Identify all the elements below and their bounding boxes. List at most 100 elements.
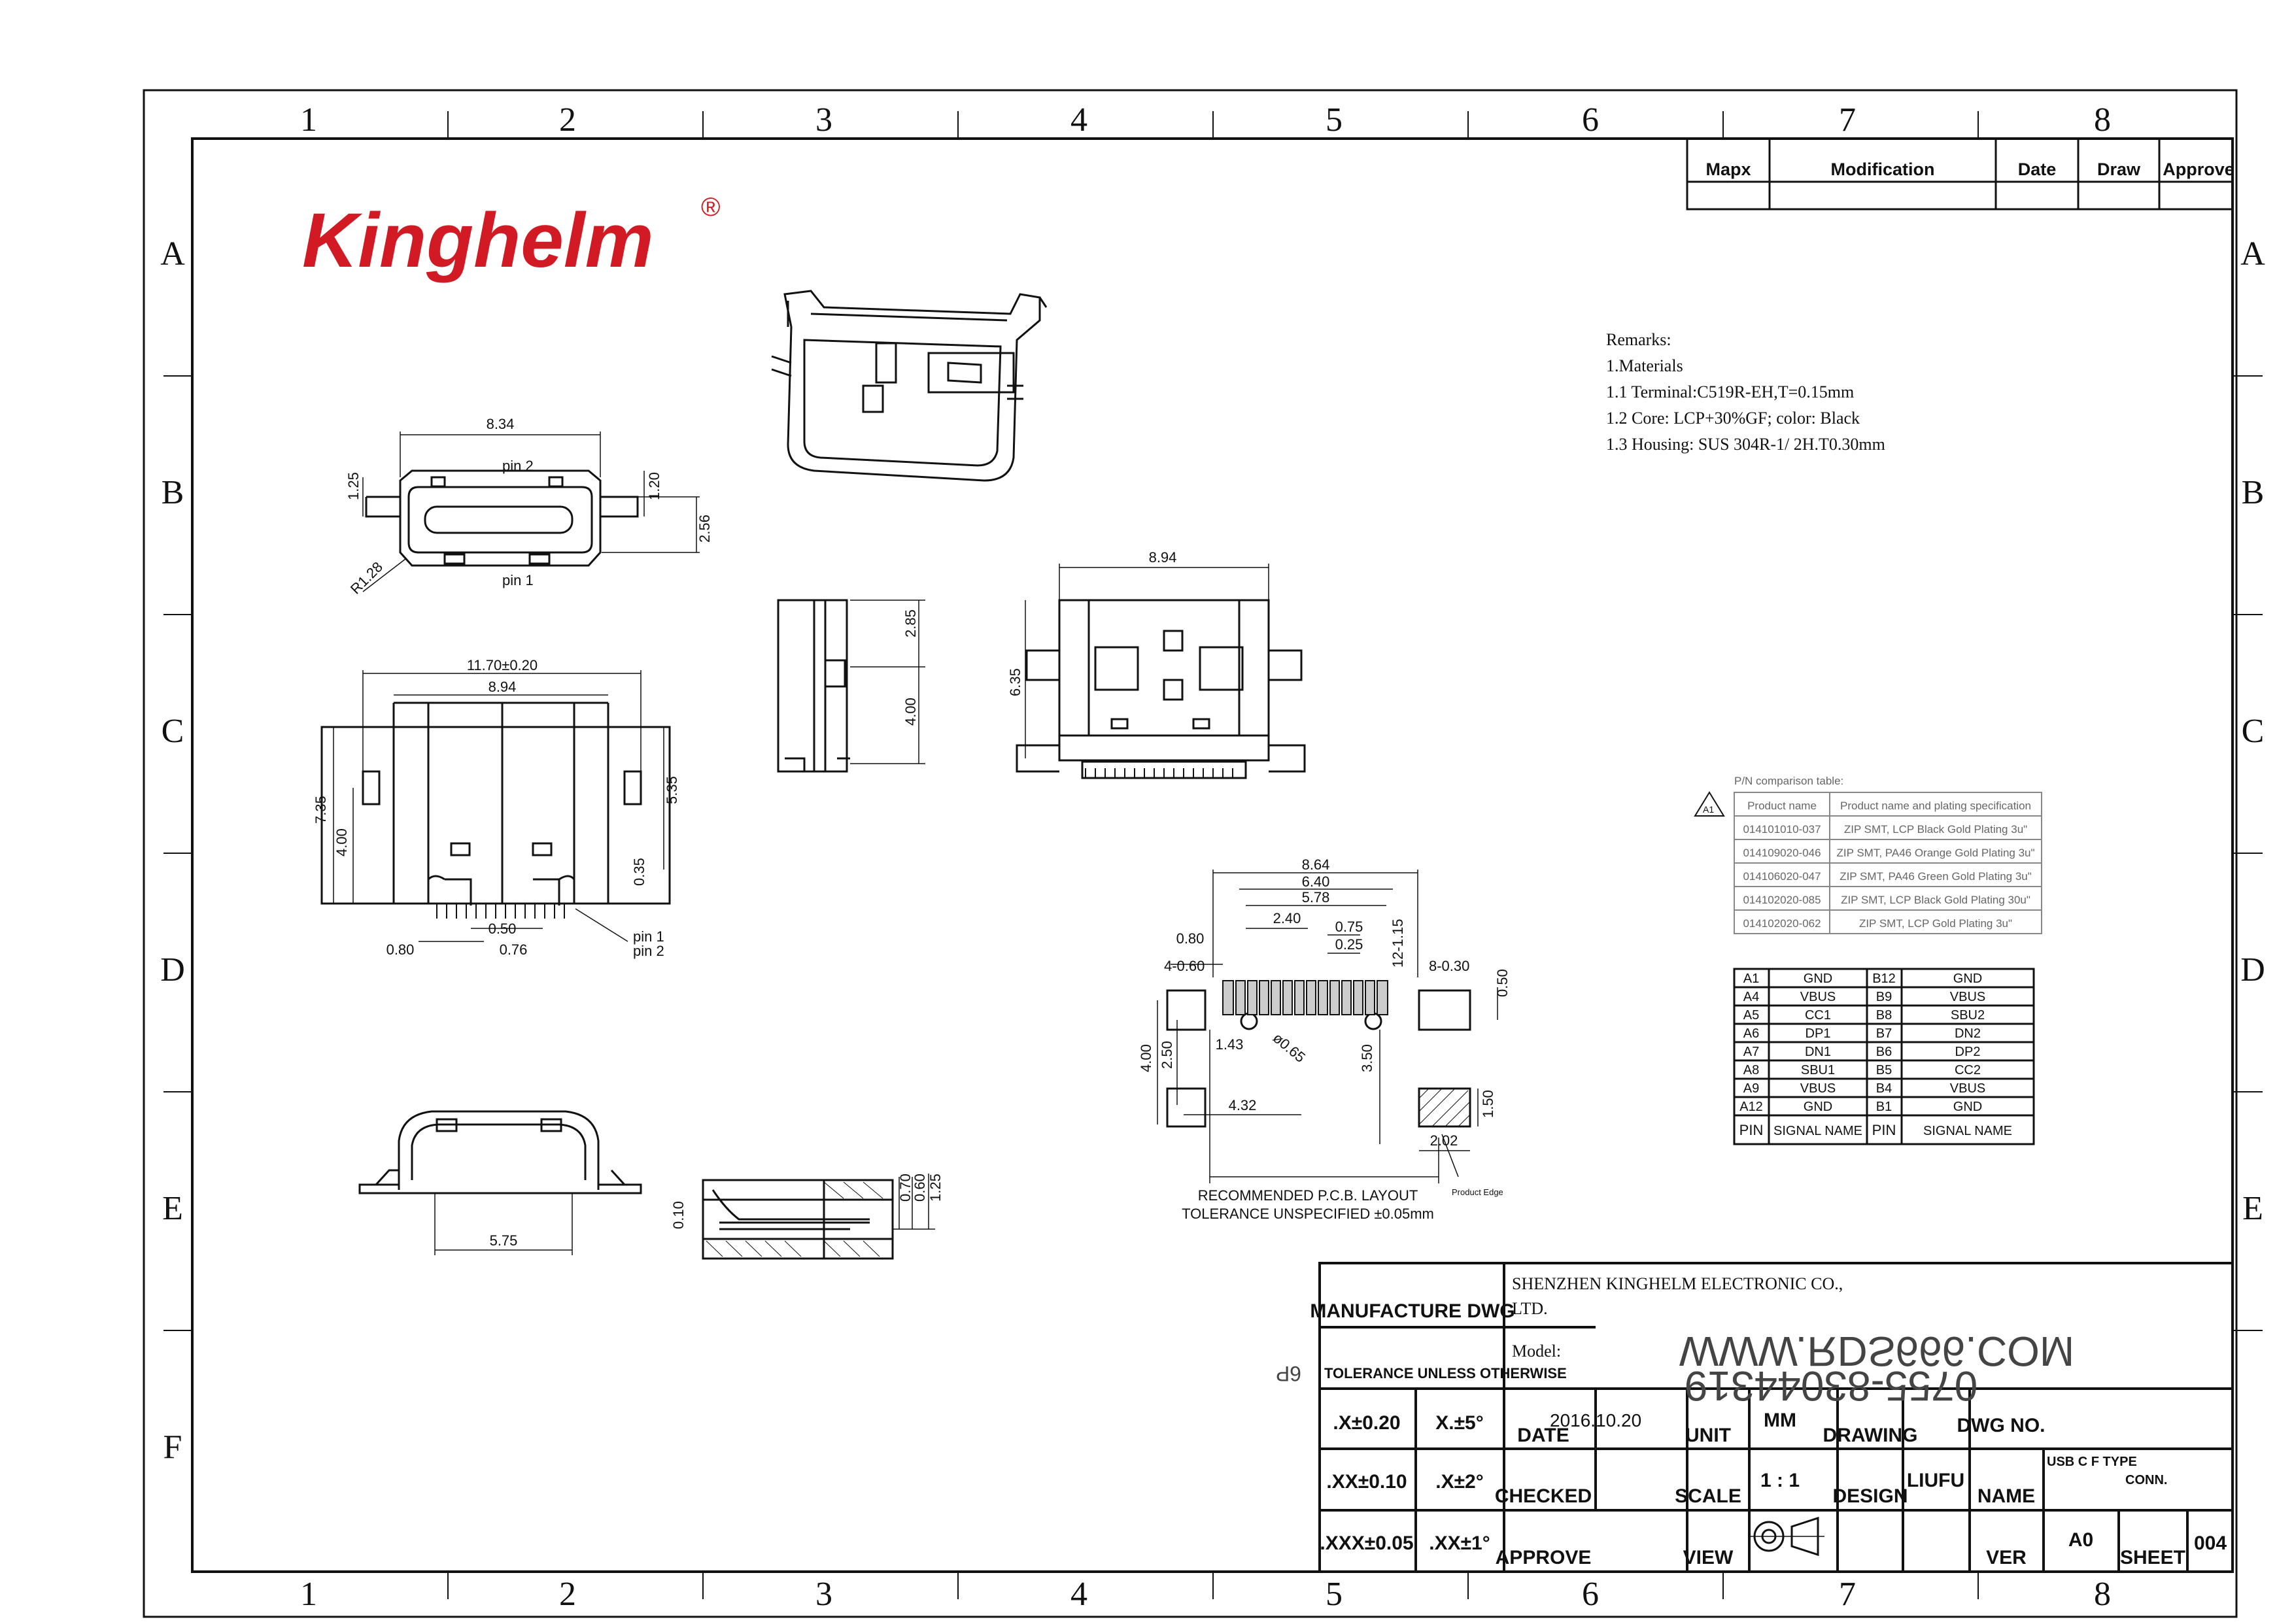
pin-footer-signal-b: SIGNAL NAME — [1923, 1124, 2012, 1138]
pin-r2-as: VBUS — [1800, 990, 1836, 1004]
top-p2-dim: 0.76 — [500, 941, 528, 958]
pin-r6-b: B5 — [1876, 1063, 1892, 1077]
pcb-layout: 8.64 6.40 5.78 2.40 0.75 0.25 0.80 4-0.6… — [1138, 856, 1511, 1222]
pcb-title: RECOMMENDED P.C.B. LAYOUT — [1198, 1187, 1418, 1204]
pin-r8-a: A12 — [1739, 1100, 1763, 1114]
pin-r3-bs: SBU2 — [1951, 1008, 1985, 1023]
pin-r8-as: GND — [1804, 1100, 1832, 1114]
title-block: MANUFACTURE DWG SHENZHEN KINGHELM ELECTR… — [1276, 1262, 2234, 1573]
zone-row-e: E — [162, 1190, 183, 1227]
front-view: 8.34 1.25 1.20 2.56 R1.28 pin 2 pin 1 — [345, 416, 713, 598]
pin-r5-as: DN1 — [1805, 1045, 1831, 1059]
zone-row-f: F — [163, 1429, 182, 1466]
pcb-d17: 3.50 — [1359, 1044, 1375, 1072]
tb-drawing-label: DRAWING — [1823, 1425, 1918, 1446]
pin-r6-bs: CC2 — [1955, 1063, 1981, 1077]
pn-row-3-code: 014106020-047 — [1743, 870, 1821, 883]
front-right-height-dim: 1.20 — [646, 472, 662, 500]
top-h4-dim: 0.35 — [631, 858, 647, 886]
zone-row-b-right: B — [2242, 474, 2265, 511]
pin-r1-b: B12 — [1872, 972, 1896, 986]
tb-company-1: SHENZHEN KINGHELM ELECTRONIC CO., — [1512, 1274, 1843, 1293]
rev-header-mapx: Mapx — [1705, 160, 1751, 179]
pin-signal-table: A1 GND B12 GND A4 VBUS B9 VBUS A5 CC1 B8… — [1733, 968, 2035, 1145]
zone-col-1: 1 — [300, 101, 317, 139]
zone-col-4-bottom: 4 — [1070, 1576, 1087, 1613]
tb-scale-value: 1 : 1 — [1760, 1470, 1800, 1491]
rev-header-modification: Modification — [1831, 160, 1935, 179]
pin-r1-a: A1 — [1743, 972, 1759, 986]
top-p3-dim: 0.80 — [386, 941, 415, 958]
zone-row-c-right: C — [2242, 713, 2265, 750]
pin-footer-signal-a: SIGNAL NAME — [1773, 1124, 1862, 1138]
front-left-height-dim: 1.25 — [345, 472, 362, 500]
remarks-title: Remarks: — [1606, 330, 1671, 349]
pn-row-5-spec: ZIP SMT, LCP Gold Plating 3u" — [1859, 917, 2012, 930]
remarks-line-1: 1.Materials — [1606, 356, 1683, 375]
isometric-view — [771, 290, 1048, 482]
remarks-block: Remarks: 1.Materials 1.1 Terminal:C519R-… — [1606, 330, 1885, 454]
pin-r7-a: A9 — [1743, 1081, 1759, 1096]
tb-ver-value: A0 — [2068, 1529, 2093, 1551]
tb-tol-2b: .X±2° — [1435, 1471, 1484, 1493]
pn-header-product: Product name — [1747, 800, 1817, 812]
projection-symbol-icon — [1749, 1516, 1824, 1557]
rear-width-dim: 8.94 — [1149, 549, 1177, 566]
rev-header-approve: Approve — [2163, 160, 2234, 179]
pin-r6-as: SBU1 — [1801, 1063, 1835, 1077]
top-body-dim: 8.94 — [488, 679, 517, 695]
tb-sheet-label: SHEET — [2120, 1547, 2185, 1568]
front-pin2-label: pin 2 — [502, 458, 534, 474]
zone-col-6: 6 — [1582, 101, 1599, 139]
zone-col-4: 4 — [1070, 101, 1087, 139]
tb-view-label: VIEW — [1683, 1547, 1734, 1568]
pn-row-2-code: 014109020-046 — [1743, 847, 1821, 859]
rev-header-draw: Draw — [2097, 160, 2141, 179]
side-top-dim: 2.85 — [902, 609, 919, 637]
tb-tol-3b: .XX±1° — [1429, 1532, 1490, 1554]
tb-tol-1a: .X±0.20 — [1333, 1412, 1400, 1434]
remarks-line-3: 1.2 Core: LCP+30%GF; color: Black — [1606, 409, 1860, 428]
pin-r8-bs: GND — [1953, 1100, 1982, 1114]
pcb-signal-pads — [1222, 980, 1388, 1015]
tb-watermark-6p: 6P — [1276, 1362, 1301, 1385]
tb-design-label: DESIGN — [1832, 1485, 1908, 1507]
front-pin1-label: pin 1 — [502, 572, 534, 588]
pcb-d11: 0.50 — [1494, 969, 1511, 997]
pn-comparison-table: P/N comparison table: A1 Product name Pr… — [1694, 775, 2042, 934]
tb-tol-2a: .XX±0.10 — [1326, 1471, 1407, 1493]
pn-row-4-spec: ZIP SMT, LCP Black Gold Plating 30u" — [1841, 894, 2030, 906]
pcb-d6: 0.25 — [1335, 936, 1363, 953]
rear-view: 8.94 6.35 — [1007, 549, 1306, 779]
pcb-edge-label: Product Edge — [1452, 1187, 1503, 1197]
revision-table: Mapx Modification Date Draw Approve — [1686, 137, 2234, 211]
tb-unit-label: UNIT — [1685, 1425, 1731, 1446]
brand-registered-mark: ® — [701, 193, 720, 222]
remarks-line-2: 1.1 Terminal:C519R-EH,T=0.15mm — [1606, 382, 1854, 401]
side-bottom-dim: 4.00 — [902, 698, 919, 726]
rev-header-date: Date — [2018, 160, 2057, 179]
pin-r4-bs: DN2 — [1955, 1026, 1981, 1041]
pcb-tolerance: TOLERANCE UNSPECIFIED ±0.05mm — [1182, 1206, 1434, 1222]
front-width-dim: 8.34 — [487, 416, 515, 432]
pin-footer-pin-b: PIN — [1872, 1122, 1896, 1138]
tb-company-2: LTD. — [1512, 1299, 1548, 1318]
pn-flag-label: A1 — [1703, 804, 1714, 815]
pcb-d12: 1.43 — [1216, 1036, 1244, 1053]
bottom-width-dim: 5.75 — [490, 1232, 518, 1249]
pin-r5-bs: DP2 — [1955, 1045, 1981, 1059]
zone-col-8-bottom: 8 — [2094, 1576, 2111, 1613]
pin-r3-b: B8 — [1876, 1008, 1892, 1023]
pin-r3-a: A5 — [1743, 1008, 1759, 1023]
tb-dwg-no-label: DWG NO. — [1957, 1415, 2046, 1436]
bottom-view: 5.75 — [358, 1110, 642, 1255]
zone-col-7-bottom: 7 — [1839, 1576, 1856, 1613]
pin-r1-bs: GND — [1953, 972, 1982, 986]
pin-r7-b: B4 — [1876, 1081, 1892, 1096]
pin-r8-b: B1 — [1876, 1100, 1892, 1114]
pcb-d13: ø0.65 — [1270, 1030, 1309, 1066]
tb-unit-value: MM — [1764, 1410, 1796, 1431]
pin-r1-as: GND — [1804, 972, 1832, 986]
